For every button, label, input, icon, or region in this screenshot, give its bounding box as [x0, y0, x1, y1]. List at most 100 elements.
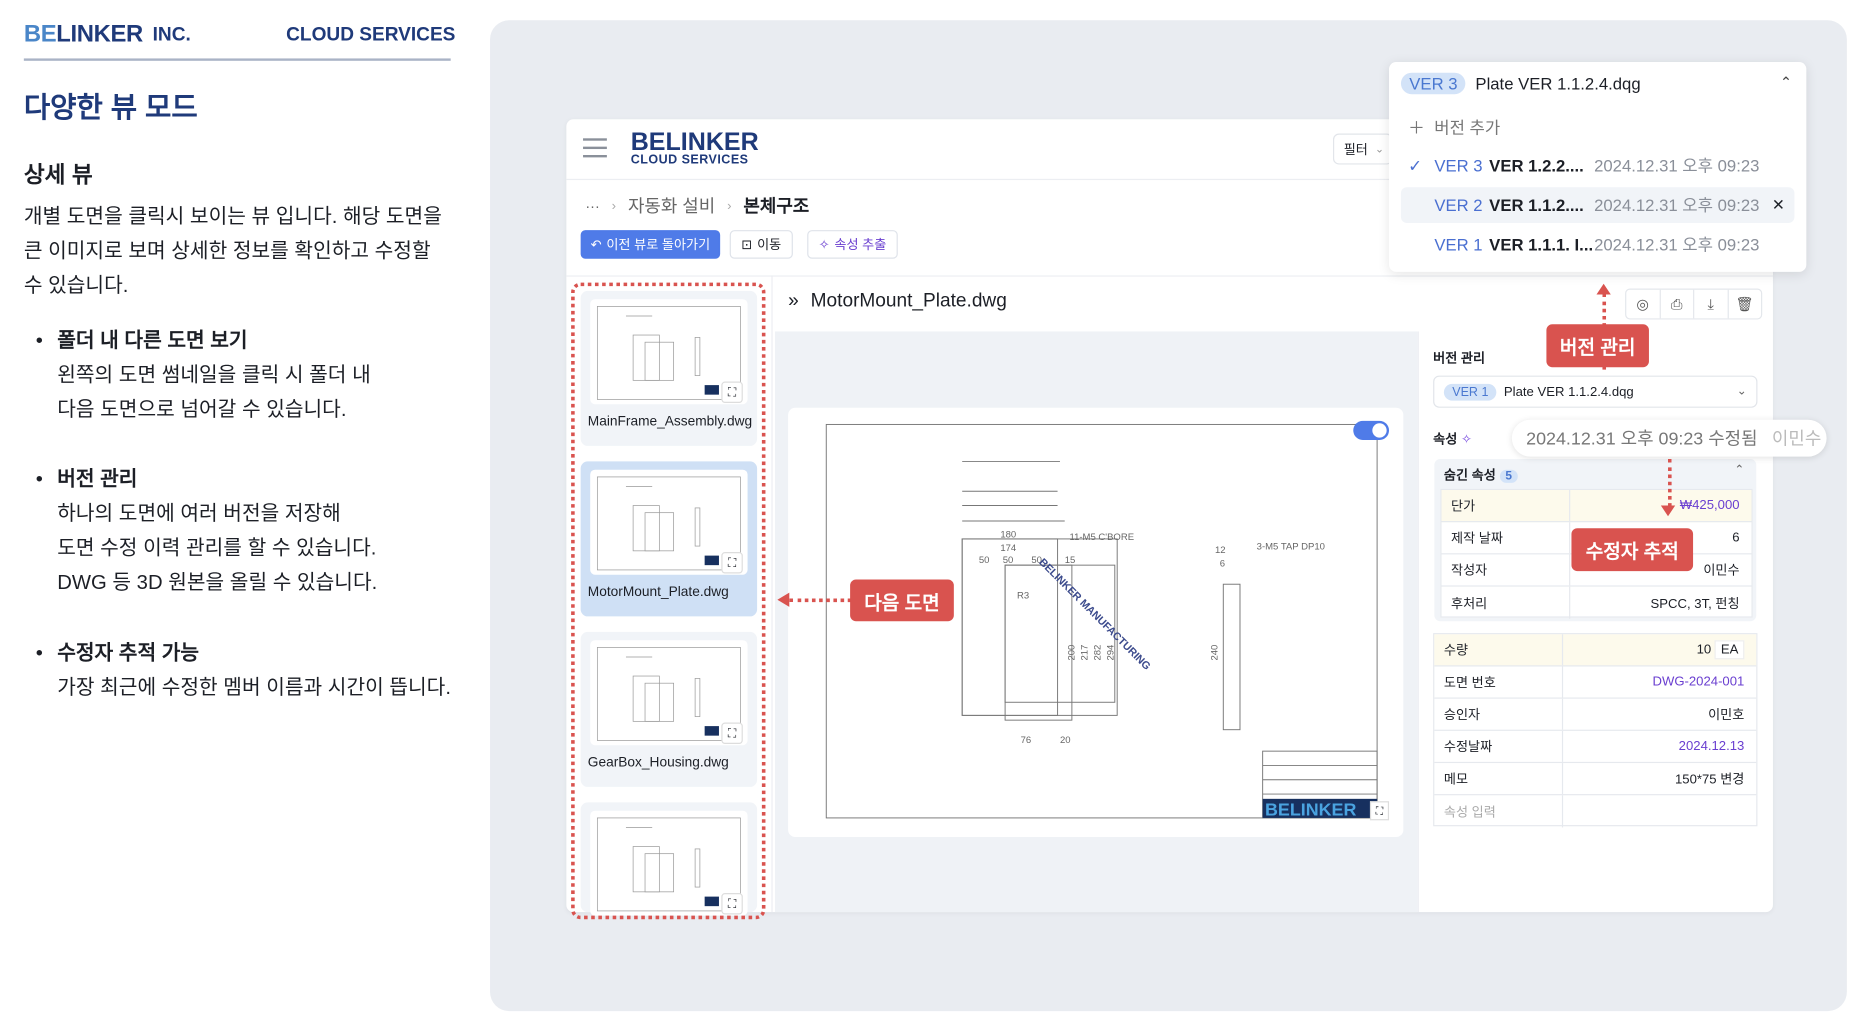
attr-value[interactable]: 이민수 [1703, 563, 1740, 579]
attr-value[interactable]: DWG-2024-001 [1652, 674, 1745, 690]
dim-label: 20 [1060, 735, 1071, 746]
sparkle-icon: ✧ [1460, 432, 1472, 448]
close-icon[interactable]: ✕ [1771, 195, 1785, 214]
back-to-previous-view-button[interactable]: ↶이전 뷰로 돌아가기 [580, 230, 721, 259]
callout-connector [1668, 459, 1672, 507]
chevron-down-icon: ⌄ [1375, 142, 1385, 155]
attr-value[interactable]: SPCC, 3T, 펀칭 [1650, 596, 1740, 612]
double-chevron-icon[interactable]: » [788, 290, 799, 312]
cad-drawing: 180 174 50 50 50 15 11-M5 C'BORE 3-M5 TA… [825, 423, 1378, 820]
attr-key: 도면 번호 [1434, 666, 1564, 698]
attr-key: 제작 날짜 [1441, 522, 1571, 554]
breadcrumb-more[interactable]: ··· [585, 197, 600, 215]
section-title: 상세 뷰 [23, 163, 93, 189]
header-divider [23, 58, 451, 61]
attr-input-placeholder[interactable]: 속성 입력 [1434, 795, 1564, 828]
bullet-line: DWG 등 3D 원본을 올릴 수 있습니다. [57, 571, 378, 594]
add-version-button[interactable]: ＋ 버전 추가 [1408, 118, 1501, 138]
bullet-line: 가장 최근에 수정한 멤버 이름과 시간이 뜹니다. [57, 676, 451, 699]
thumbnail-name: MainFrame_Assembly.dwg [587, 414, 753, 430]
expand-icon[interactable]: ⛶ [721, 552, 743, 574]
brand-cloud-services: CLOUD SERVICES [286, 25, 456, 46]
bullet-line: 도면 수정 이력 관리를 할 수 있습니다. [57, 536, 377, 560]
attr-value[interactable]: 150*75 변경 [1674, 772, 1745, 787]
attr-key: 작성자 [1441, 554, 1571, 586]
thumbnail-highlight [571, 282, 766, 920]
thumbnail-image [590, 299, 748, 405]
attr-value[interactable]: 10 EA [1563, 640, 1756, 660]
app-logo-sub: CLOUD SERVICES [630, 152, 749, 167]
attr-key: 메모 [1434, 763, 1564, 795]
thumbnail-sketch [596, 306, 741, 400]
print-icon[interactable]: ⎙ [1660, 289, 1695, 319]
dim-label: 12 [1215, 545, 1226, 556]
thumbnail-item[interactable]: ⛶ [580, 802, 758, 916]
attr-value[interactable]: ₩425,000 [1679, 498, 1740, 513]
version-tag: VER 1 [1443, 383, 1497, 401]
chevron-up-icon[interactable]: ⌃ [1734, 463, 1745, 477]
move-button[interactable]: ⊡이동 [729, 230, 793, 259]
version-file: Plate VER 1.1.2.4.dqg [1503, 384, 1634, 399]
dim-label: 217 [1079, 645, 1090, 661]
arrow-left-icon [777, 592, 790, 607]
title-block-logo: BELINKER [1265, 800, 1356, 820]
dim-label: 11-M5 C'BORE [1069, 532, 1134, 543]
thumbnail-name: GearBox_Housing.dwg [587, 755, 729, 771]
thumbnail-item[interactable]: ⛶ GearBox_Housing.dwg [580, 631, 758, 787]
layer-toggle[interactable] [1353, 420, 1390, 440]
expand-icon[interactable]: ⛶ [721, 722, 743, 744]
file-title: »MotorMount_Plate.dwg [788, 290, 1007, 312]
palette-icon[interactable]: ◎ [1626, 289, 1661, 319]
folder-move-icon: ⊡ [741, 237, 753, 253]
attr-key: 단가 [1441, 490, 1571, 522]
brand-inc: INC. [152, 25, 191, 46]
attr-key: 승인자 [1434, 698, 1564, 730]
unit-badge[interactable]: EA [1714, 640, 1745, 660]
chevron-up-icon[interactable]: ⌃ [1780, 73, 1793, 91]
filter-select[interactable]: 필터⌄ [1332, 133, 1393, 165]
breadcrumb-item[interactable]: 자동화 설비 [627, 196, 716, 217]
hidden-count-badge: 5 [1499, 469, 1519, 483]
thumbnail-name: MotorMount_Plate.dwg [587, 585, 729, 600]
toolbar-divider [566, 275, 1773, 277]
bullet-line: 왼쪽의 도면 썸네일을 클릭 시 폴더 내 [57, 363, 371, 387]
expand-icon[interactable]: ⛶ [721, 381, 743, 403]
dim-label: 6 [1220, 558, 1225, 569]
bullet-heading: 폴더 내 다른 도면 보기 [57, 329, 248, 352]
thumbnail-item-selected[interactable]: ⛶ MotorMount_Plate.dwg [580, 461, 758, 617]
attr-value[interactable]: 2024.12.13 [1678, 739, 1745, 754]
attr-key: 수정날짜 [1434, 730, 1564, 762]
hidden-attributes-toggle[interactable]: 숨긴 속성 5 [1444, 465, 1519, 484]
thumbnail-sketch [596, 647, 741, 741]
version-select[interactable]: VER 1 Plate VER 1.1.2.4.dqg ⌄ [1433, 375, 1758, 408]
version-label: 버전 관리 [1433, 351, 1486, 367]
fullscreen-icon[interactable]: ⛶ [1369, 801, 1390, 821]
arrow-up-icon [1596, 283, 1611, 295]
header-divider [566, 178, 1773, 181]
dim-label: 180 [1000, 530, 1016, 541]
thumbnail-item[interactable]: ⛶ MainFrame_Assembly.dwg [580, 290, 758, 446]
dim-label: 50 [979, 555, 990, 566]
expand-icon[interactable]: ⛶ [721, 893, 743, 915]
dim-label: 174 [1000, 543, 1017, 554]
attr-value[interactable]: 이민호 [1708, 708, 1745, 723]
attributes-label: 속성 ✧ [1433, 432, 1472, 448]
undo-icon: ↶ [590, 237, 602, 253]
thumbnail-image [590, 640, 748, 746]
page-title: 다양한 뷰 모드 [23, 91, 198, 124]
thumb-column-divider [771, 275, 773, 913]
attr-value[interactable]: 6 [1732, 530, 1740, 545]
section-description: 개별 도면을 클릭시 보이는 뷰 입니다. 해당 도면을 큰 이미지로 보며 상… [23, 205, 442, 297]
trash-icon[interactable]: 🗑 [1735, 295, 1754, 313]
extract-attributes-button[interactable]: ✧속성 추출 [807, 230, 898, 259]
dim-label: 15 [1065, 555, 1076, 566]
download-icon[interactable]: ⤓ [1694, 289, 1729, 319]
dim-label: 294 [1106, 644, 1117, 661]
dim-label: 240 [1209, 645, 1220, 661]
app-logo[interactable]: BELINKER [630, 128, 759, 157]
hamburger-menu-icon[interactable] [583, 138, 607, 158]
